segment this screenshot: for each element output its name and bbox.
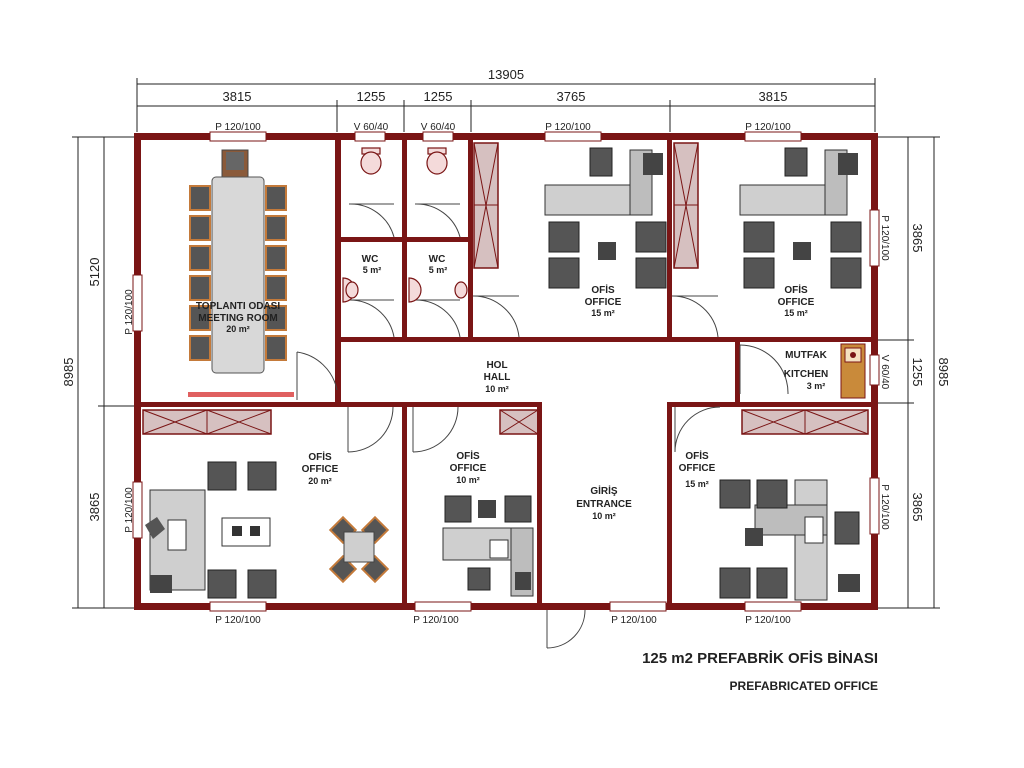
- office-large-furniture: [145, 461, 390, 599]
- office3-area: 10 m²: [456, 475, 480, 485]
- kitchen-area: 3 m²: [807, 381, 826, 391]
- office4-furniture: [719, 479, 860, 601]
- window-label-bottom-office: P 120/100: [215, 615, 261, 626]
- dim-seg-2: 1255: [357, 89, 386, 104]
- dim-seg-5: 3815: [759, 89, 788, 104]
- window-label-bottom-office3: P 120/100: [413, 615, 459, 626]
- wc-fixtures: [342, 147, 468, 303]
- window-label-bottom-entrance: P 120/100: [611, 615, 657, 626]
- hall-name-en: HALL: [484, 372, 511, 383]
- dim-seg-3: 1255: [424, 89, 453, 104]
- window-label-right-kitchen: V 60/40: [879, 355, 890, 390]
- meeting-name-en: MEETING ROOM: [198, 313, 277, 324]
- window-label-left-meeting: P 120/100: [124, 289, 135, 335]
- dim-seg-1: 3815: [223, 89, 252, 104]
- wc1-name: WC: [362, 254, 379, 265]
- office-large-name-tr: OFİS: [308, 450, 332, 463]
- office2-name-tr: OFİS: [784, 283, 808, 296]
- office-large-name-en: OFFICE: [302, 464, 339, 475]
- window-label-left-office: P 120/100: [124, 487, 135, 533]
- meeting-furniture: [188, 149, 294, 397]
- office3-furniture: [442, 495, 534, 597]
- dim-left-lower: 3865: [87, 493, 102, 522]
- window-label-bottom-office4: P 120/100: [745, 615, 791, 626]
- office4-name-tr: OFİS: [685, 449, 709, 462]
- office2-furniture: [739, 147, 862, 289]
- window-label-top-meeting: P 120/100: [215, 122, 261, 133]
- window-label-right-office4: P 120/100: [879, 484, 890, 530]
- window-label-right-office2: P 120/100: [879, 215, 890, 261]
- doors: [296, 203, 789, 649]
- dim-right-total: 8985: [936, 358, 951, 387]
- office-large-area: 20 m²: [308, 476, 332, 486]
- kitchen-name-tr: MUTFAK: [785, 350, 827, 361]
- plan-title: 125 m2 PREFABRİK OFİS BİNASI: [642, 650, 878, 667]
- entrance-name-en: ENTRANCE: [576, 499, 632, 510]
- windows: [132, 131, 880, 612]
- office1-name-en: OFFICE: [585, 297, 622, 308]
- wc2-name: WC: [429, 254, 446, 265]
- entrance-name-tr: GİRİŞ: [590, 484, 618, 497]
- hall-name-tr: HOL: [486, 360, 507, 371]
- window-label-top-office2: P 120/100: [745, 122, 791, 133]
- plan-subtitle: PREFABRICATED OFFICE: [729, 679, 878, 693]
- cabinets: [142, 142, 869, 435]
- dim-right-upper: 3865: [910, 224, 925, 253]
- kitchen-counter: [840, 343, 866, 399]
- office4-name-en: OFFICE: [679, 463, 716, 474]
- kitchen-name-en: KITCHEN: [784, 369, 828, 380]
- office3-name-en: OFFICE: [450, 463, 487, 474]
- window-label-top-office1: P 120/100: [545, 122, 591, 133]
- office1-furniture: [544, 147, 667, 289]
- hall-area: 10 m²: [485, 384, 509, 394]
- dim-right-lower: 3865: [910, 493, 925, 522]
- office1-area: 15 m²: [591, 308, 615, 318]
- dim-seg-4: 3765: [557, 89, 586, 104]
- meeting-name-tr: TOPLANTI ODASI: [196, 301, 280, 312]
- window-label-top-wc2: V 60/40: [421, 122, 456, 133]
- office3-name-tr: OFİS: [456, 449, 480, 462]
- dim-left-total: 8985: [61, 358, 76, 387]
- dim-total-width: 13905: [488, 67, 524, 82]
- office2-name-en: OFFICE: [778, 297, 815, 308]
- dim-left-upper: 5120: [87, 258, 102, 287]
- wc1-area: 5 m²: [363, 265, 382, 275]
- meeting-area: 20 m²: [226, 324, 250, 334]
- entrance-area: 10 m²: [592, 511, 616, 521]
- window-label-top-wc1: V 60/40: [354, 122, 389, 133]
- dim-right-middle: 1255: [910, 358, 925, 387]
- wc2-area: 5 m²: [429, 265, 448, 275]
- office2-area: 15 m²: [784, 308, 808, 318]
- office4-area: 15 m²: [685, 479, 709, 489]
- dimension-lines: [72, 78, 940, 609]
- office1-name-tr: OFİS: [591, 283, 615, 296]
